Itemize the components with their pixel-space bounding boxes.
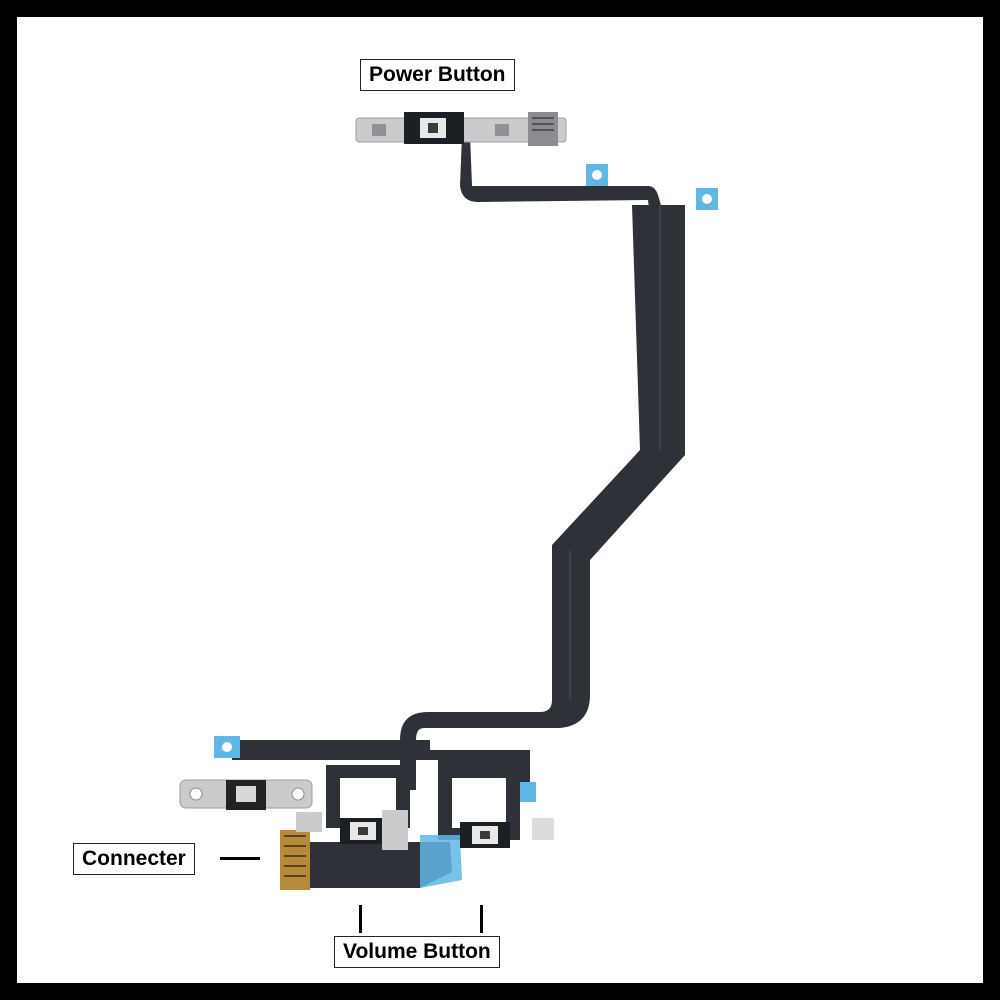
connector-part xyxy=(280,812,322,890)
flex-cable xyxy=(232,135,685,888)
volume-button-label: Volume Button xyxy=(334,936,500,968)
flex-lower-run xyxy=(232,740,530,790)
volume-loop-right xyxy=(438,760,520,840)
left-bracket xyxy=(179,779,313,810)
flex-connector-run xyxy=(300,842,452,888)
power-button-bracket xyxy=(355,112,567,146)
flex-vertical-run xyxy=(400,205,685,790)
power-button-label: Power Button xyxy=(360,59,515,91)
volume-pointer-line-right xyxy=(480,905,483,933)
volume-pointer-line-left xyxy=(359,905,362,933)
connector-pointer-line xyxy=(220,857,260,860)
adhesive-tabs xyxy=(214,164,718,802)
flex-upper-run xyxy=(460,135,680,262)
connector-label: Connecter xyxy=(73,843,195,875)
volume-switches xyxy=(340,810,554,850)
